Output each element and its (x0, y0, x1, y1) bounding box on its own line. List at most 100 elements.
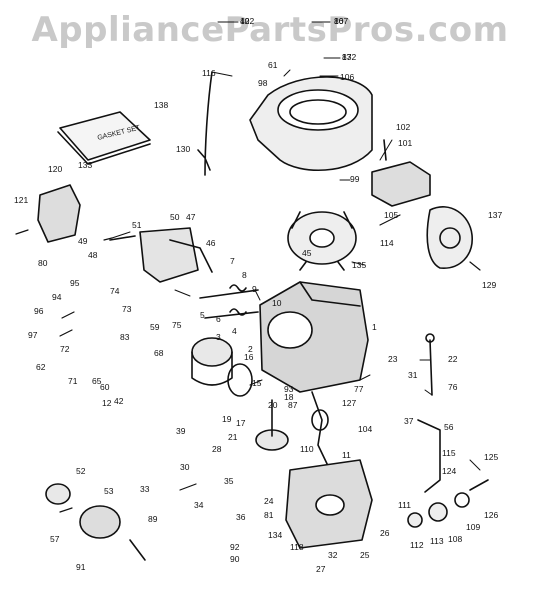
part-number-label: 75 (172, 320, 182, 330)
part-number-label: 95 (70, 278, 80, 288)
part-number-label: 49 (78, 236, 88, 246)
part-number-label: 19 (222, 414, 232, 424)
part-number-label: 2 (248, 344, 253, 354)
part-number-label: 73 (122, 304, 132, 314)
part-number-label: 47 (186, 212, 196, 222)
part-number-label: 76 (448, 382, 458, 392)
crankshaft (311, 391, 331, 471)
part-number-label: 104 (358, 424, 372, 434)
part-number-label: 87 (288, 400, 298, 410)
part-number-label: 9 (252, 284, 257, 294)
part-number-label: 31 (408, 370, 418, 380)
part-number-label: 45 (302, 248, 312, 258)
part-number-label: 96 (34, 306, 44, 316)
engine-block (259, 281, 369, 393)
part-number-label: 90 (230, 554, 240, 564)
part-number-label: 80 (38, 258, 48, 268)
part-number-label: 36 (236, 512, 246, 522)
part-number-label: 32 (328, 550, 338, 560)
part-number-label: 57 (50, 534, 60, 544)
part-number-label: 109 (466, 522, 480, 532)
part-number-label: 42 (114, 396, 124, 406)
gasket-set-card (57, 111, 151, 165)
part-number-label: 46 (206, 238, 216, 248)
part-number-label: 37 (404, 416, 414, 426)
part-number-label: 87 (342, 52, 352, 62)
dipstick-tube (417, 333, 441, 493)
fuel-line (204, 71, 213, 176)
part-number-label: 122 (240, 16, 254, 26)
part-number-label: 48 (88, 250, 98, 260)
part-number-label: 86 (334, 16, 344, 26)
part-number-label: 30 (180, 462, 190, 472)
valve-assembly (199, 284, 259, 319)
part-number-label: 105 (384, 210, 398, 220)
part-number-label: 5 (200, 310, 205, 320)
part-number-label: 18 (284, 392, 294, 402)
part-number-label: 112 (410, 540, 424, 550)
part-number-label: 83 (120, 332, 130, 342)
part-number-label: 25 (360, 550, 370, 560)
part-number-label: 22 (448, 354, 458, 364)
part-number-label: 108 (448, 534, 462, 544)
bolts (15, 214, 481, 513)
part-number-label: 114 (380, 238, 394, 248)
part-number-label: 93 (284, 384, 294, 394)
cam-gear (255, 399, 289, 451)
part-number-label: 62 (36, 362, 46, 372)
part-number-label: 12 (102, 398, 112, 408)
part-number-label: 129 (482, 280, 496, 290)
part-number-label: 53 (104, 486, 114, 496)
part-number-label: 133 (78, 160, 92, 170)
part-number-label: 35 (224, 476, 234, 486)
flywheel (287, 211, 357, 271)
part-number-label: 7 (230, 256, 235, 266)
part-number-label: 21 (228, 432, 238, 442)
part-number-label: 110 (300, 444, 314, 454)
part-number-label: 68 (154, 348, 164, 358)
part-number-label: 127 (342, 398, 356, 408)
part-number-label: 91 (76, 562, 86, 572)
part-number-label: 99 (350, 174, 360, 184)
part-number-label: 118 (290, 542, 304, 552)
part-number-label: 101 (398, 138, 412, 148)
part-number-label: 121 (14, 195, 28, 205)
part-number-label: 4 (232, 326, 237, 336)
part-number-label: 125 (484, 452, 498, 462)
part-number-label: 23 (388, 354, 398, 364)
part-number-label: 28 (212, 444, 222, 454)
carburetor (109, 227, 213, 283)
part-number-label: 20 (268, 400, 278, 410)
part-number-label: 106 (340, 72, 354, 82)
recoil-starter (426, 206, 473, 269)
part-number-label: 137 (488, 210, 502, 220)
part-number-label: 115 (442, 448, 456, 458)
part-number-label: 113 (430, 536, 444, 546)
part-number-label: 59 (150, 322, 160, 332)
part-number-label: 97 (28, 330, 38, 340)
part-number-label: 124 (442, 466, 456, 476)
part-number-label: 40 (240, 16, 250, 26)
part-number-label: 50 (170, 212, 180, 222)
part-number-label: 26 (380, 528, 390, 538)
muffler (371, 139, 431, 207)
air-filter-parts (45, 483, 146, 561)
part-number-label: 126 (484, 510, 498, 520)
part-number-label: 132 (342, 52, 356, 62)
blower-housing (249, 76, 373, 172)
air-cleaner (37, 184, 81, 243)
part-number-label: 11 (342, 450, 351, 460)
part-number-label: 77 (354, 384, 364, 394)
part-number-label: 61 (268, 60, 278, 70)
part-number-label: 71 (68, 376, 78, 386)
part-number-label: 34 (194, 500, 204, 510)
part-number-label: 17 (236, 418, 246, 428)
part-number-label: 6 (216, 314, 221, 324)
part-number-label: 98 (258, 78, 268, 88)
part-number-label: 8 (242, 270, 247, 280)
part-number-label: 120 (48, 164, 62, 174)
part-number-label: 94 (52, 292, 62, 302)
part-number-label: 16 (244, 352, 254, 362)
